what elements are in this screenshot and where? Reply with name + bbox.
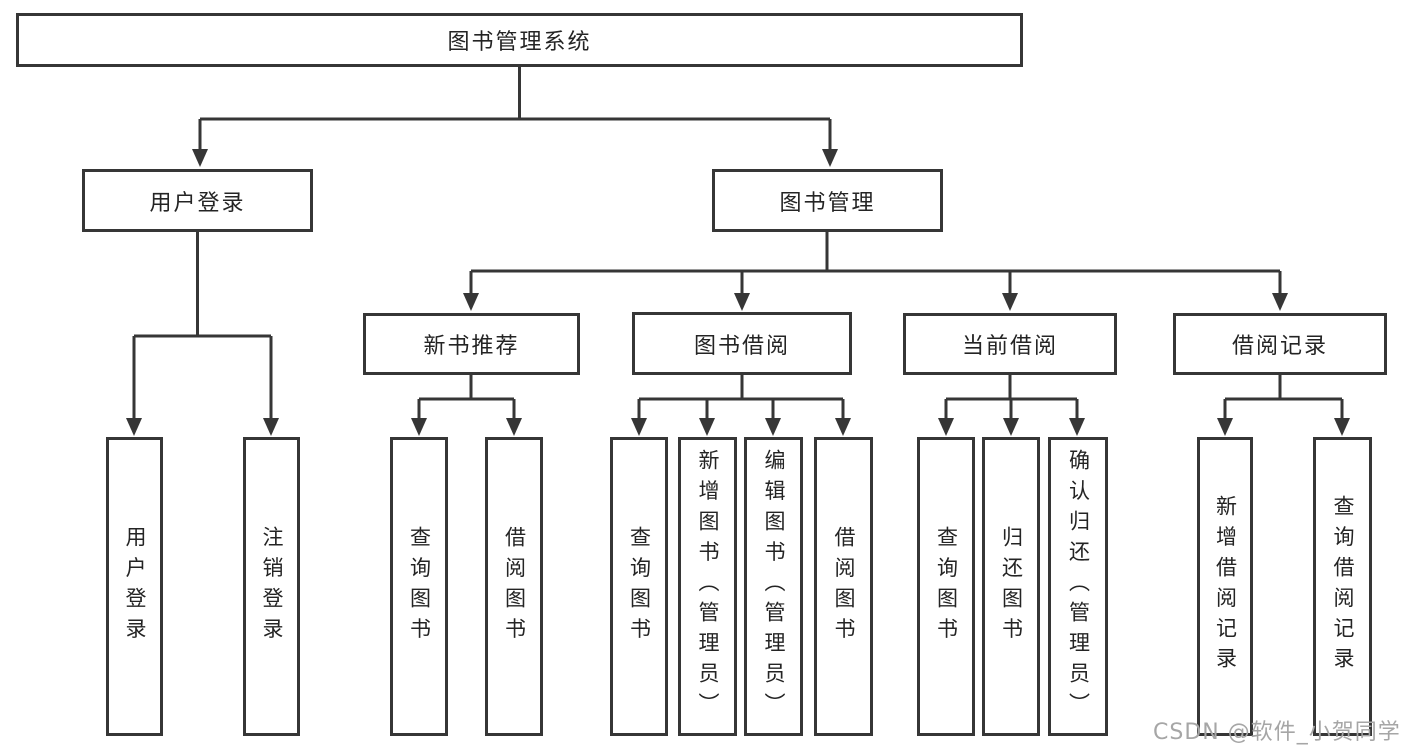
arrowhead-cb-return	[1003, 418, 1019, 436]
arrowhead-br-query	[1334, 418, 1350, 436]
node-new-book-recommend-label: 新书推荐	[423, 334, 520, 359]
node-br-query-record: 查询借阅记录	[1313, 437, 1372, 736]
arrowhead-borrow-records	[1272, 293, 1288, 311]
node-br-add-record-label: 新增借阅记录	[1213, 495, 1238, 678]
arrowhead-nb-query	[411, 418, 427, 436]
node-new-book-recommend: 新书推荐	[363, 313, 580, 375]
node-bb-edit-books: 编辑图书（管理员）	[744, 437, 803, 736]
node-logout-login-label: 注销登录	[260, 525, 284, 648]
arrowhead-bb-add	[699, 418, 715, 436]
node-cb-query-books-label: 查询图书	[934, 525, 959, 648]
node-bb-query-books-label: 查询图书	[627, 525, 652, 648]
node-root-system: 图书管理系统	[16, 13, 1023, 67]
node-book-management-label: 图书管理	[779, 190, 876, 216]
node-bb-borrow-books-label: 借阅图书	[832, 525, 856, 648]
node-logout-login: 注销登录	[243, 437, 300, 736]
node-bb-edit-books-label: 编辑图书（管理员）	[762, 449, 786, 724]
edge-borrow-records-branch	[1223, 375, 1344, 419]
edge-root-to-level2	[198, 67, 832, 150]
arrowhead-cb-query	[938, 418, 954, 436]
node-current-borrow: 当前借阅	[903, 313, 1117, 375]
node-book-borrow-label: 图书借阅	[693, 333, 790, 359]
arrowhead-cb-confirm	[1069, 418, 1085, 436]
node-bb-query-books: 查询图书	[610, 437, 668, 736]
node-cb-return-books-label: 归还图书	[999, 525, 1024, 648]
arrowhead-logout	[263, 418, 279, 436]
node-root-system-label: 图书管理系统	[447, 30, 592, 55]
node-borrow-records: 借阅记录	[1173, 313, 1387, 375]
node-bb-borrow-books: 借阅图书	[814, 437, 873, 736]
node-nb-borrow-books-label: 借阅图书	[502, 525, 527, 648]
arrowhead-user-login	[126, 418, 142, 436]
arrowhead-new-book	[463, 293, 479, 311]
edge-current-borrow-branch	[944, 375, 1079, 419]
node-br-query-record-label: 查询借阅记录	[1331, 495, 1355, 678]
node-br-add-record: 新增借阅记录	[1197, 437, 1253, 736]
arrowhead-book-borrow	[734, 293, 750, 311]
node-bb-add-books: 新增图书（管理员）	[678, 437, 737, 736]
arrowhead-br-add	[1217, 418, 1233, 436]
arrowhead-current-borrow	[1002, 293, 1018, 311]
node-nb-borrow-books: 借阅图书	[485, 437, 543, 736]
edge-book-mgmt-branch	[469, 232, 1282, 294]
node-book-management: 图书管理	[712, 169, 943, 232]
node-cb-return-books: 归还图书	[982, 437, 1040, 736]
watermark: CSDN @软件_小贺同学	[1153, 720, 1401, 745]
edge-book-borrow-branch	[637, 375, 845, 419]
node-user-login: 用户登录	[106, 437, 163, 736]
arrowhead-bb-borrow	[835, 418, 851, 436]
arrowhead-bb-edit	[765, 418, 781, 436]
node-user-login-label: 用户登录	[123, 525, 147, 648]
arrowhead-bb-query	[631, 418, 647, 436]
node-borrow-records-label: 借阅记录	[1231, 334, 1328, 359]
node-user-login-group-label: 用户登录	[149, 190, 246, 216]
node-cb-confirm-return: 确认归还（管理员）	[1048, 437, 1108, 736]
edge-user-login-branch	[132, 232, 273, 419]
arrowhead-nb-borrow	[506, 418, 522, 436]
node-user-login-group: 用户登录	[82, 169, 313, 232]
arrowhead-user-login-group	[192, 149, 208, 167]
node-bb-add-books-label: 新增图书（管理员）	[696, 449, 720, 724]
node-cb-query-books: 查询图书	[917, 437, 975, 736]
edge-new-book-branch	[417, 375, 516, 419]
node-current-borrow-label: 当前借阅	[961, 334, 1058, 359]
arrowhead-book-management	[822, 149, 838, 167]
node-nb-query-books-label: 查询图书	[407, 525, 432, 648]
node-book-borrow: 图书借阅	[632, 312, 852, 375]
node-nb-query-books: 查询图书	[390, 437, 448, 736]
node-cb-confirm-return-label: 确认归还（管理员）	[1066, 449, 1091, 724]
